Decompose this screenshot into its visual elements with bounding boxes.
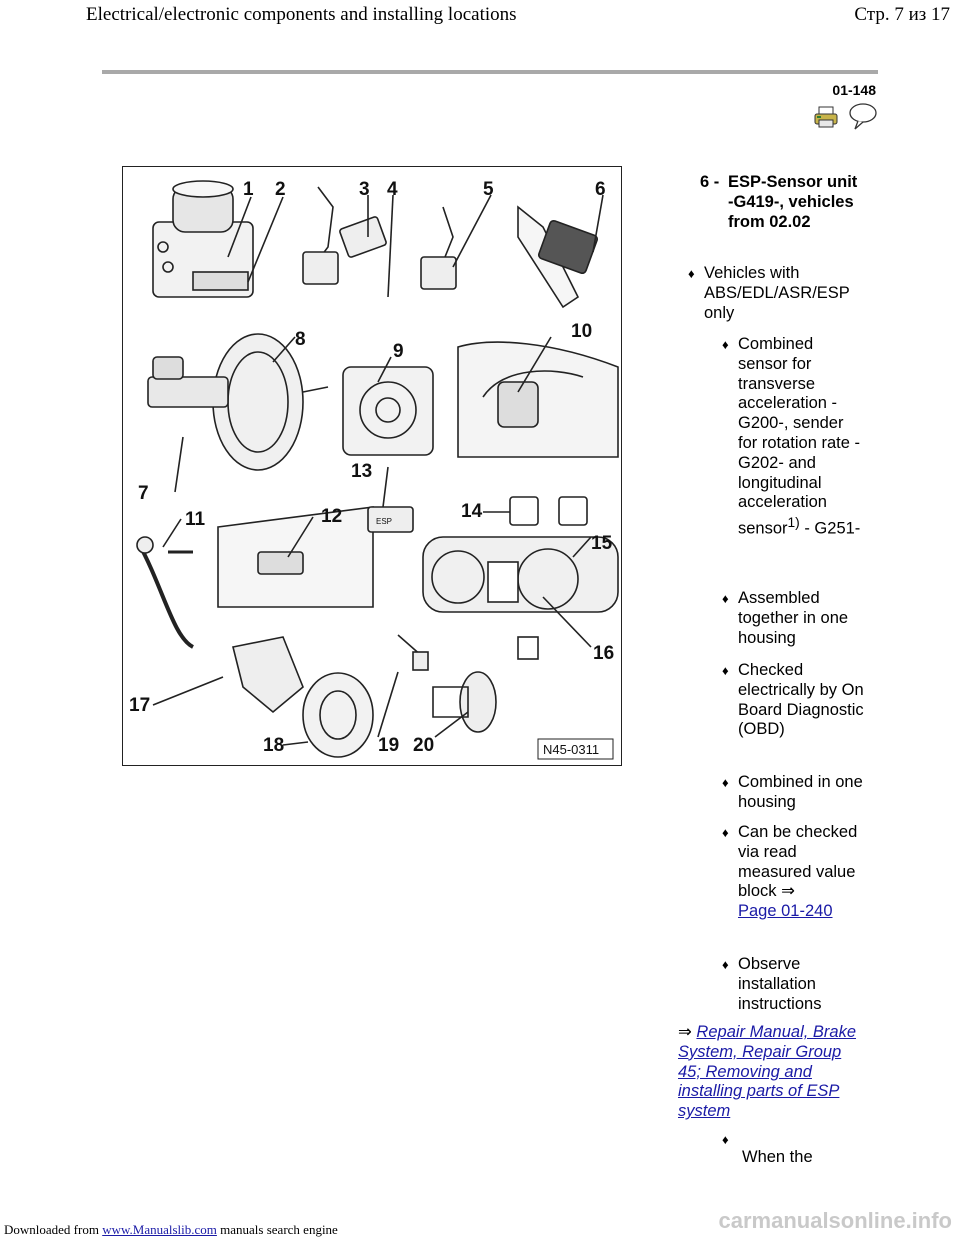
repair-manual-link[interactable]: Repair Manual, Brake System, Repair Grou… [678, 1023, 856, 1121]
callout-label: 18 [263, 735, 284, 756]
bullet-text: Vehicles with ABS/EDL/ASR/ESP only [704, 264, 850, 322]
diamond-bullet-icon: ♦ [722, 1132, 729, 1147]
callout-label: 12 [321, 506, 342, 527]
speech-bubble-icon[interactable] [848, 102, 878, 130]
bullet-text-tail: - G251- [799, 519, 861, 538]
diamond-bullet-icon: ♦ [722, 957, 729, 972]
diamond-bullet-icon: ♦ [722, 591, 729, 606]
callout-label: 19 [378, 735, 399, 756]
diamond-bullet-icon: ♦ [722, 663, 729, 678]
footer-prefix: Downloaded from [4, 1222, 103, 1237]
diamond-bullet-icon: ♦ [722, 337, 729, 352]
bullet-text: When the [742, 1148, 813, 1166]
header-rule [102, 70, 878, 74]
callout-label: 9 [393, 341, 404, 362]
callout-label: 4 [387, 179, 398, 200]
item-number: 6 - [700, 173, 720, 191]
footnote-marker: 1) [787, 515, 800, 531]
diamond-bullet-icon: ♦ [722, 775, 729, 790]
illustration-drawing: 1 2 3 4 5 6 7 8 9 10 11 12 13 14 15 16 1… [129, 179, 619, 760]
page-link[interactable]: Page 01-240 [738, 902, 833, 921]
diamond-bullet-icon: ♦ [688, 266, 695, 281]
callout-label: 17 [129, 695, 150, 716]
bullet-text: Assembled together in one housing [738, 589, 849, 647]
diamond-bullet-icon: ♦ [722, 825, 729, 840]
callout-label: 16 [593, 643, 614, 664]
repair-manual-reference: ⇒ Repair Manual, Brake System, Repair Gr… [678, 1023, 868, 1122]
callout-label: 15 [591, 533, 613, 554]
callout-label: 8 [295, 329, 306, 350]
callout-label: 11 [185, 509, 206, 530]
bullet-text: Combined in one housing [738, 773, 863, 811]
callout-label: 5 [483, 179, 494, 200]
bullet-text: Combined sensor for transverse accelerat… [738, 335, 864, 539]
document-title: Electrical/electronic components and ins… [86, 4, 517, 25]
callout-label: 1 [243, 179, 254, 200]
bullet-text: Observe installation instructions [738, 955, 822, 1013]
footer-suffix: manuals search engine [216, 1222, 338, 1237]
page-indicator: Стр. 7 из 17 [854, 4, 950, 25]
window-header: Electrical/electronic components and ins… [0, 0, 960, 30]
page-number: 01-148 [832, 82, 876, 98]
footer-download-note: Downloaded from www.Manualslib.com manua… [4, 1222, 338, 1238]
printer-icon[interactable] [814, 106, 840, 128]
callout-label: 10 [571, 321, 592, 342]
arrow-icon: ⇒ [678, 1023, 692, 1041]
components-illustration: 1 2 3 4 5 6 7 8 9 10 11 12 13 14 15 16 1… [122, 166, 622, 766]
bullet-text-main: Can be checked via read measured value b… [738, 823, 858, 901]
callout-label: 14 [461, 501, 483, 522]
figure-code: N45-0311 [543, 742, 599, 757]
callout-label: 2 [275, 179, 286, 200]
item-title: ESP-Sensor unit -G419-, vehicles from 02… [728, 173, 858, 231]
callout-label: 7 [138, 483, 149, 504]
bullet-text: Can be checked via read measured value b… [738, 823, 864, 922]
callout-label: 13 [351, 461, 372, 482]
callout-label: 20 [413, 735, 434, 756]
manualslib-link[interactable]: www.Manualslib.com [102, 1222, 217, 1237]
bullet-text-main: Combined sensor for transverse accelerat… [738, 335, 860, 538]
callout-label: 3 [359, 179, 370, 200]
esp-button-label: ESP [376, 517, 392, 526]
callout-label: 6 [595, 179, 606, 200]
watermark: carmanualsonline.info [718, 1208, 953, 1233]
bullet-text: Checked electrically by On Board Diagnos… [738, 661, 864, 739]
